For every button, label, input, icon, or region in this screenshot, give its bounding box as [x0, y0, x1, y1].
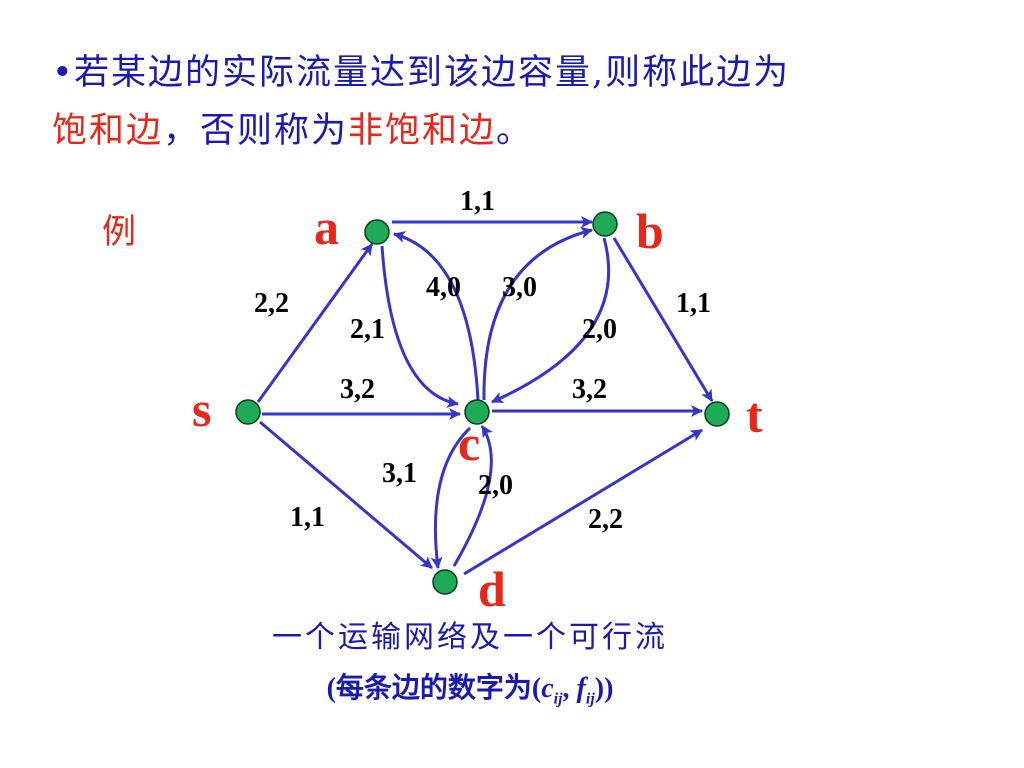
term-saturated: 饱和边: [52, 111, 164, 151]
node-c: [464, 399, 490, 425]
node-label-b: b: [636, 203, 664, 259]
node-label-a: a: [314, 199, 339, 255]
term-unsaturated: 非饱和边: [348, 111, 497, 151]
edge-s-d: [259, 420, 433, 570]
edge-label-c-b: 3,0: [502, 272, 537, 303]
caption-note: (每条边的数字为(cij, fij)): [0, 666, 940, 709]
edge-label-a-b: 1,1: [460, 186, 495, 217]
edge-label-s-c: 3,2: [340, 374, 375, 405]
edge-c-a: [393, 231, 480, 401]
edge-b-c: [491, 237, 611, 404]
caption-sub-f: ij: [585, 690, 595, 708]
edge-b-t: [612, 237, 714, 402]
node-d: [432, 569, 458, 595]
bullet: •: [52, 53, 75, 93]
heading-line1: 若某边的实际流量达到该边容量,则称此边为: [74, 53, 791, 93]
heading-mid: ，否则称为: [163, 111, 349, 151]
edge-c-d: [430, 426, 472, 569]
edge-d-t: [463, 428, 703, 576]
node-label-d: d: [478, 561, 506, 617]
node-b: [592, 211, 618, 237]
edge-s-a: [256, 243, 374, 403]
edge-label-s-a: 2,2: [254, 288, 289, 319]
edge-label-d-t: 2,2: [588, 504, 623, 535]
node-t: [704, 401, 730, 427]
caption-sub-c: ij: [553, 690, 563, 708]
edge-label-a-c: 2,1: [350, 314, 385, 345]
node-label-s: s: [192, 381, 211, 437]
node-s: [235, 399, 261, 425]
edge-a-c: [380, 245, 459, 408]
edge-label-c-t: 3,2: [572, 374, 607, 405]
edge-label-d-c: 2,0: [478, 470, 513, 501]
node-a: [364, 219, 390, 245]
edge-d-c: [452, 425, 493, 567]
caption-var-f: f: [576, 673, 586, 704]
edge-c-b: [482, 226, 593, 401]
caption-title: 一个运输网络及一个可行流: [272, 620, 668, 655]
edge-label-b-c: 2,0: [582, 314, 617, 345]
caption-comma: ,: [562, 673, 577, 704]
caption-note-suffix: )): [594, 673, 614, 704]
caption-note-prefix: (每条边的数字为(: [326, 673, 542, 704]
edge-label-c-a: 4,0: [426, 272, 461, 303]
edge-label-b-t: 1,1: [676, 288, 711, 319]
example-label: 例: [102, 212, 136, 252]
caption-var-c: c: [541, 673, 554, 704]
heading: •若某边的实际流量达到该边容量,则称此边为 饱和边，否则称为非饱和边。: [52, 44, 992, 160]
edge-label-s-d: 1,1: [290, 502, 325, 533]
heading-end: 。: [496, 111, 534, 151]
edge-label-c-d: 3,1: [382, 458, 417, 489]
node-label-c: c: [458, 415, 480, 471]
node-label-t: t: [746, 387, 763, 443]
